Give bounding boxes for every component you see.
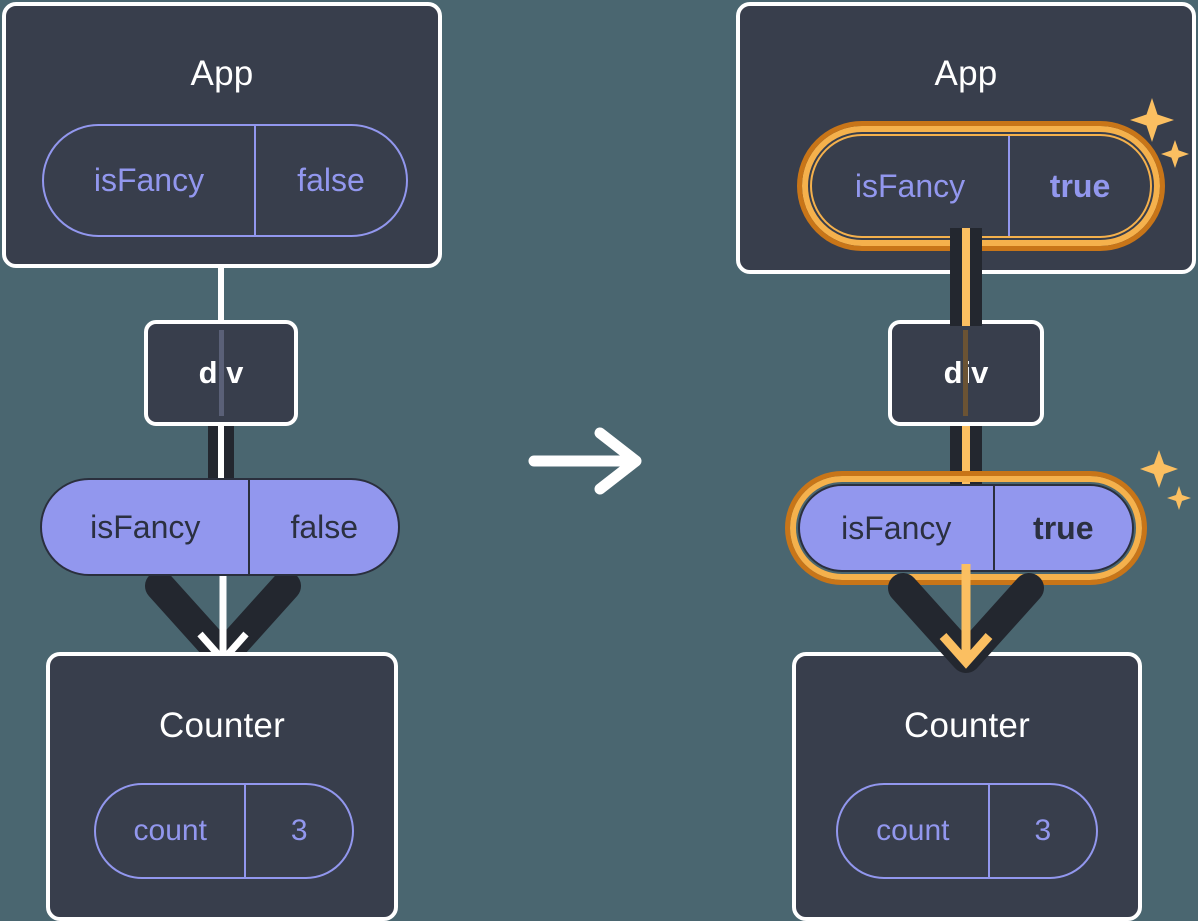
connector-div-to-prop-right — [950, 422, 982, 484]
app-state-pill-right: isFancy true — [810, 134, 1152, 238]
counter-state-pill-left: count 3 — [94, 783, 354, 879]
prop-pill-value-left: false — [248, 480, 398, 574]
sparkles-icon-app-right — [1128, 96, 1190, 176]
counter-state-value-left: 3 — [244, 785, 352, 877]
sparkles-icon-prop-right — [1138, 448, 1194, 514]
counter-panel-right: Counter count 3 — [792, 652, 1142, 921]
prop-pill-key-right: isFancy — [841, 509, 952, 546]
prop-trace-left — [219, 330, 224, 416]
counter-panel-title-left: Counter — [159, 706, 285, 745]
counter-panel-title-right: Counter — [904, 706, 1030, 745]
counter-state-key-left: count — [133, 814, 207, 847]
prop-pill-left: isFancy false — [40, 478, 400, 576]
prop-pill-right: isFancy true — [798, 484, 1134, 572]
prop-flow-arrow-right — [883, 564, 1049, 676]
counter-state-key-right: count — [876, 814, 950, 847]
connector-div-to-prop-left — [208, 422, 234, 482]
app-panel-title-right: App — [934, 54, 998, 93]
app-panel-left: App isFancy false — [2, 2, 442, 268]
app-state-value-right: true — [1008, 136, 1150, 236]
counter-panel-left: Counter count 3 — [46, 652, 398, 921]
app-state-pill-left: isFancy false — [42, 124, 408, 237]
transition-arrow-icon — [528, 425, 648, 497]
app-state-key-right: isFancy — [854, 167, 966, 204]
prop-pill-key-left: isFancy — [90, 508, 201, 545]
app-state-key-left: isFancy — [93, 162, 205, 198]
prop-pill-value-right: true — [992, 486, 1132, 570]
counter-state-pill-right: count 3 — [836, 783, 1098, 879]
prop-trace-right — [963, 330, 968, 416]
app-state-value-left: false — [253, 126, 406, 235]
connector-app-to-div-left — [218, 250, 224, 325]
app-panel-title-left: App — [190, 54, 254, 93]
counter-state-value-right: 3 — [987, 785, 1096, 877]
connector-app-to-div-right — [950, 228, 982, 326]
